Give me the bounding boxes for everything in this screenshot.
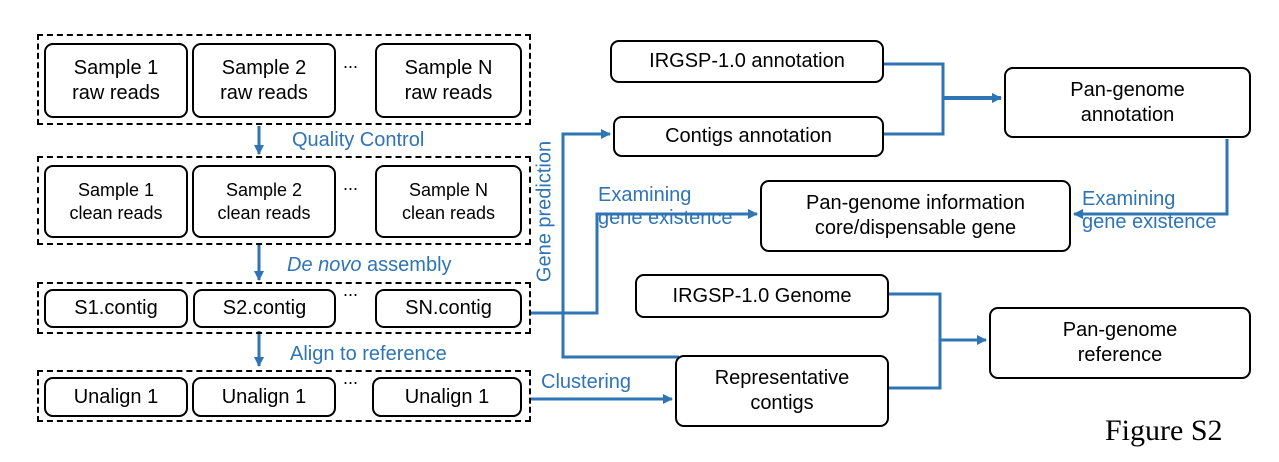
sample-n-raw-reads-box: Sample N raw reads bbox=[375, 43, 522, 118]
group-unaligned bbox=[37, 370, 531, 422]
group-clean-reads bbox=[37, 156, 531, 245]
line-irgsp-annotation bbox=[884, 62, 945, 98]
representative-contigs-box: Representative contigs bbox=[675, 355, 889, 427]
label-line: Examining bbox=[1082, 188, 1176, 210]
group-raw-reads bbox=[37, 34, 531, 125]
box-line: clean reads bbox=[69, 202, 163, 223]
box-line: Sample 2 bbox=[225, 180, 303, 200]
ellipsis: ... bbox=[343, 280, 359, 300]
de-novo-italic-text: De novo bbox=[287, 254, 362, 276]
box-line: contigs bbox=[750, 392, 814, 414]
box-line: raw reads bbox=[404, 81, 493, 104]
sample-1-raw-reads-box: Sample 1 raw reads bbox=[44, 43, 188, 118]
ellipsis: ... bbox=[343, 368, 359, 388]
unalign-1-box: Unalign 1 bbox=[44, 377, 188, 417]
box-line: Sample N bbox=[408, 180, 489, 200]
box-line: core/dispensable gene bbox=[814, 217, 1017, 239]
irgsp-annotation-box: IRGSP-1.0 annotation bbox=[610, 40, 884, 83]
box-line: Pan-genome bbox=[1062, 319, 1178, 341]
examining-gene-existence-right-label: Examining gene existence bbox=[1082, 188, 1217, 234]
box-line: Representative bbox=[714, 367, 850, 389]
box-line: raw reads bbox=[72, 81, 160, 104]
box-line: raw reads bbox=[220, 81, 308, 104]
box-line: clean reads bbox=[217, 202, 311, 223]
label-line: gene existence bbox=[598, 207, 733, 229]
box-line: Sample 1 bbox=[73, 56, 159, 79]
unalign-n-box: Unalign 1 bbox=[372, 377, 522, 417]
box-line: clean reads bbox=[401, 202, 496, 223]
pan-genome-annotation-box: Pan-genome annotation bbox=[1004, 67, 1251, 138]
arrow-pan-annotation-to-pan-info bbox=[1073, 139, 1229, 219]
label-line: gene existence bbox=[1082, 211, 1217, 233]
pan-genome-information-box: Pan-genome information core/dispensable … bbox=[760, 180, 1071, 252]
ellipsis: ... bbox=[343, 174, 359, 194]
line-contigs-annotation bbox=[884, 98, 945, 136]
figure-label: Figure S2 bbox=[1105, 414, 1223, 447]
box-line: Sample 2 bbox=[221, 56, 307, 79]
box-line: Pan-genome information bbox=[805, 192, 1025, 214]
clustering-label: Clustering bbox=[541, 371, 632, 393]
group-contigs bbox=[37, 282, 531, 334]
irgsp-genome-box: IRGSP-1.0 Genome bbox=[635, 274, 889, 318]
box-line: Sample N bbox=[404, 56, 493, 79]
label-line: Examining bbox=[598, 184, 692, 206]
quality-control-label: Quality Control bbox=[292, 129, 425, 151]
line-irgsp-genome bbox=[889, 292, 942, 340]
s2-contig-box: S2.contig bbox=[193, 289, 336, 328]
box-line: Pan-genome bbox=[1070, 78, 1185, 101]
sn-contig-box: SN.contig bbox=[375, 289, 522, 328]
box-line: Sample 1 bbox=[77, 180, 155, 200]
de-novo-assembly-label: De novo assembly bbox=[287, 254, 452, 277]
sample-2-clean-reads-box: Sample 2 clean reads bbox=[192, 165, 336, 238]
s1-contig-box: S1.contig bbox=[44, 289, 188, 328]
contigs-annotation-box: Contigs annotation bbox=[613, 116, 884, 157]
gene-prediction-label: Gene prediction bbox=[533, 140, 556, 283]
align-to-reference-label: Align to reference bbox=[290, 343, 447, 365]
line-representative bbox=[889, 340, 942, 390]
unalign-2-box: Unalign 1 bbox=[192, 377, 336, 417]
box-line: reference bbox=[1077, 344, 1163, 366]
arrow-gene-prediction bbox=[561, 129, 679, 359]
sample-1-clean-reads-box: Sample 1 clean reads bbox=[44, 165, 188, 238]
sample-2-raw-reads-box: Sample 2 raw reads bbox=[192, 43, 336, 118]
box-line: annotation bbox=[1080, 103, 1175, 126]
assembly-text: assembly bbox=[361, 254, 452, 276]
examining-gene-existence-left-label: Examining gene existence bbox=[598, 184, 733, 230]
sample-n-clean-reads-box: Sample N clean reads bbox=[375, 165, 522, 238]
pan-genome-reference-box: Pan-genome reference bbox=[989, 307, 1251, 379]
ellipsis: ... bbox=[343, 52, 359, 72]
